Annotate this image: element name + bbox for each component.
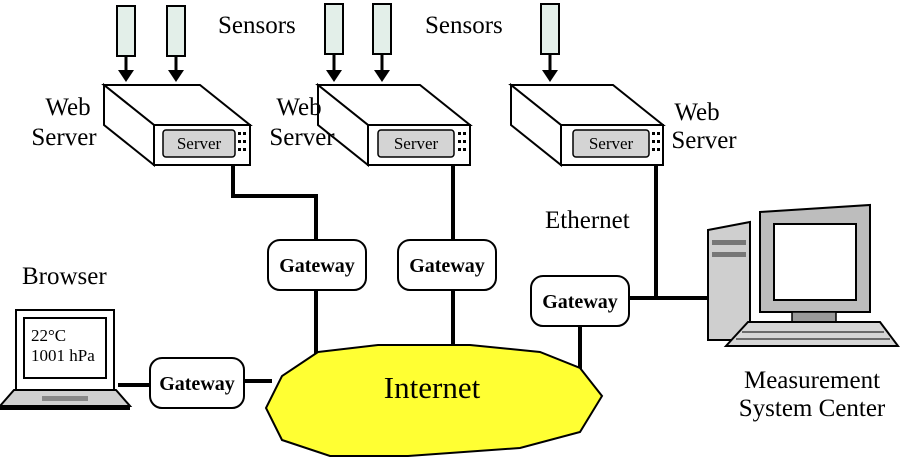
web-server-3-label-line1: Web <box>674 99 719 126</box>
server-panel-label: Server <box>177 134 222 153</box>
arrow-down-icon <box>374 70 390 82</box>
measurement-center-label-line2: System Center <box>739 395 886 422</box>
web-server-1: Server <box>101 82 253 168</box>
web-server-2: Server <box>315 82 473 168</box>
server-panel-label: Server <box>394 134 439 153</box>
measurement-center-pc <box>707 203 900 347</box>
measurement-center-label-line1: Measurement <box>744 367 880 394</box>
link-server1-gateway <box>231 160 318 240</box>
sensors-label-left: Sensors <box>218 12 296 39</box>
monitor-screen <box>773 223 857 301</box>
gateway-label: Gateway <box>159 373 235 395</box>
server-panel <box>162 129 236 158</box>
sensor-icon <box>372 3 392 55</box>
sensors-label-right: Sensors <box>425 12 503 39</box>
gateway-3: Gateway <box>530 275 630 327</box>
web-server-2-label-line1: Web <box>276 94 321 121</box>
sensor-group-3 <box>540 3 560 82</box>
internet-cloud: Internet <box>264 344 604 457</box>
gateway-label: Gateway <box>409 255 485 277</box>
pc-tower <box>707 220 751 341</box>
gateway-box <box>149 357 245 409</box>
pc-keyboard <box>723 321 900 347</box>
gateway-box <box>267 239 367 291</box>
gateway-1: Gateway <box>267 239 367 291</box>
gateway-2: Gateway <box>397 239 497 291</box>
drive-bay <box>712 252 746 257</box>
arrow-down-icon <box>542 70 558 82</box>
server-panel-label: Server <box>589 134 634 153</box>
web-server-3: Server <box>508 82 666 168</box>
connection-lines <box>118 160 716 387</box>
sensor-icon <box>166 5 186 57</box>
arrow-down-icon <box>326 70 342 82</box>
internet-label: Internet <box>384 370 481 405</box>
web-server-2-label-line2: Server <box>269 124 335 151</box>
gateway-label: Gateway <box>279 255 355 277</box>
monitor-stand <box>791 311 837 323</box>
ethernet-label: Ethernet <box>545 207 630 234</box>
gateway-box <box>530 275 630 327</box>
web-server-3-label-line2: Server <box>671 127 737 154</box>
temperature-readout: 22°C <box>31 326 66 345</box>
browser-label: Browser <box>22 263 107 290</box>
arrow-down-icon <box>168 70 184 82</box>
server-panel <box>572 129 650 158</box>
pressure-readout: 1001 hPa <box>31 346 95 365</box>
arrow-down-icon <box>118 70 134 82</box>
sensor-group-1 <box>116 5 186 82</box>
gateway-browser: Gateway <box>149 357 245 409</box>
web-server-1-label-line1: Web <box>45 94 90 121</box>
gateway-box <box>397 239 497 291</box>
sensor-icon <box>540 3 560 55</box>
laptop-base <box>0 406 130 410</box>
sensor-group-2 <box>324 3 392 82</box>
web-server-1-label-line2: Server <box>31 124 97 151</box>
laptop-trackpad <box>42 396 88 401</box>
internet-shape <box>264 344 604 457</box>
gateway-label: Gateway <box>542 291 618 313</box>
laptop-screen <box>23 317 107 379</box>
sensor-icon <box>116 5 136 57</box>
server-panel <box>377 129 455 158</box>
drive-bay <box>712 240 746 245</box>
browser-laptop: 22°C 1001 hPa <box>0 309 133 410</box>
sensor-icon <box>324 3 344 55</box>
